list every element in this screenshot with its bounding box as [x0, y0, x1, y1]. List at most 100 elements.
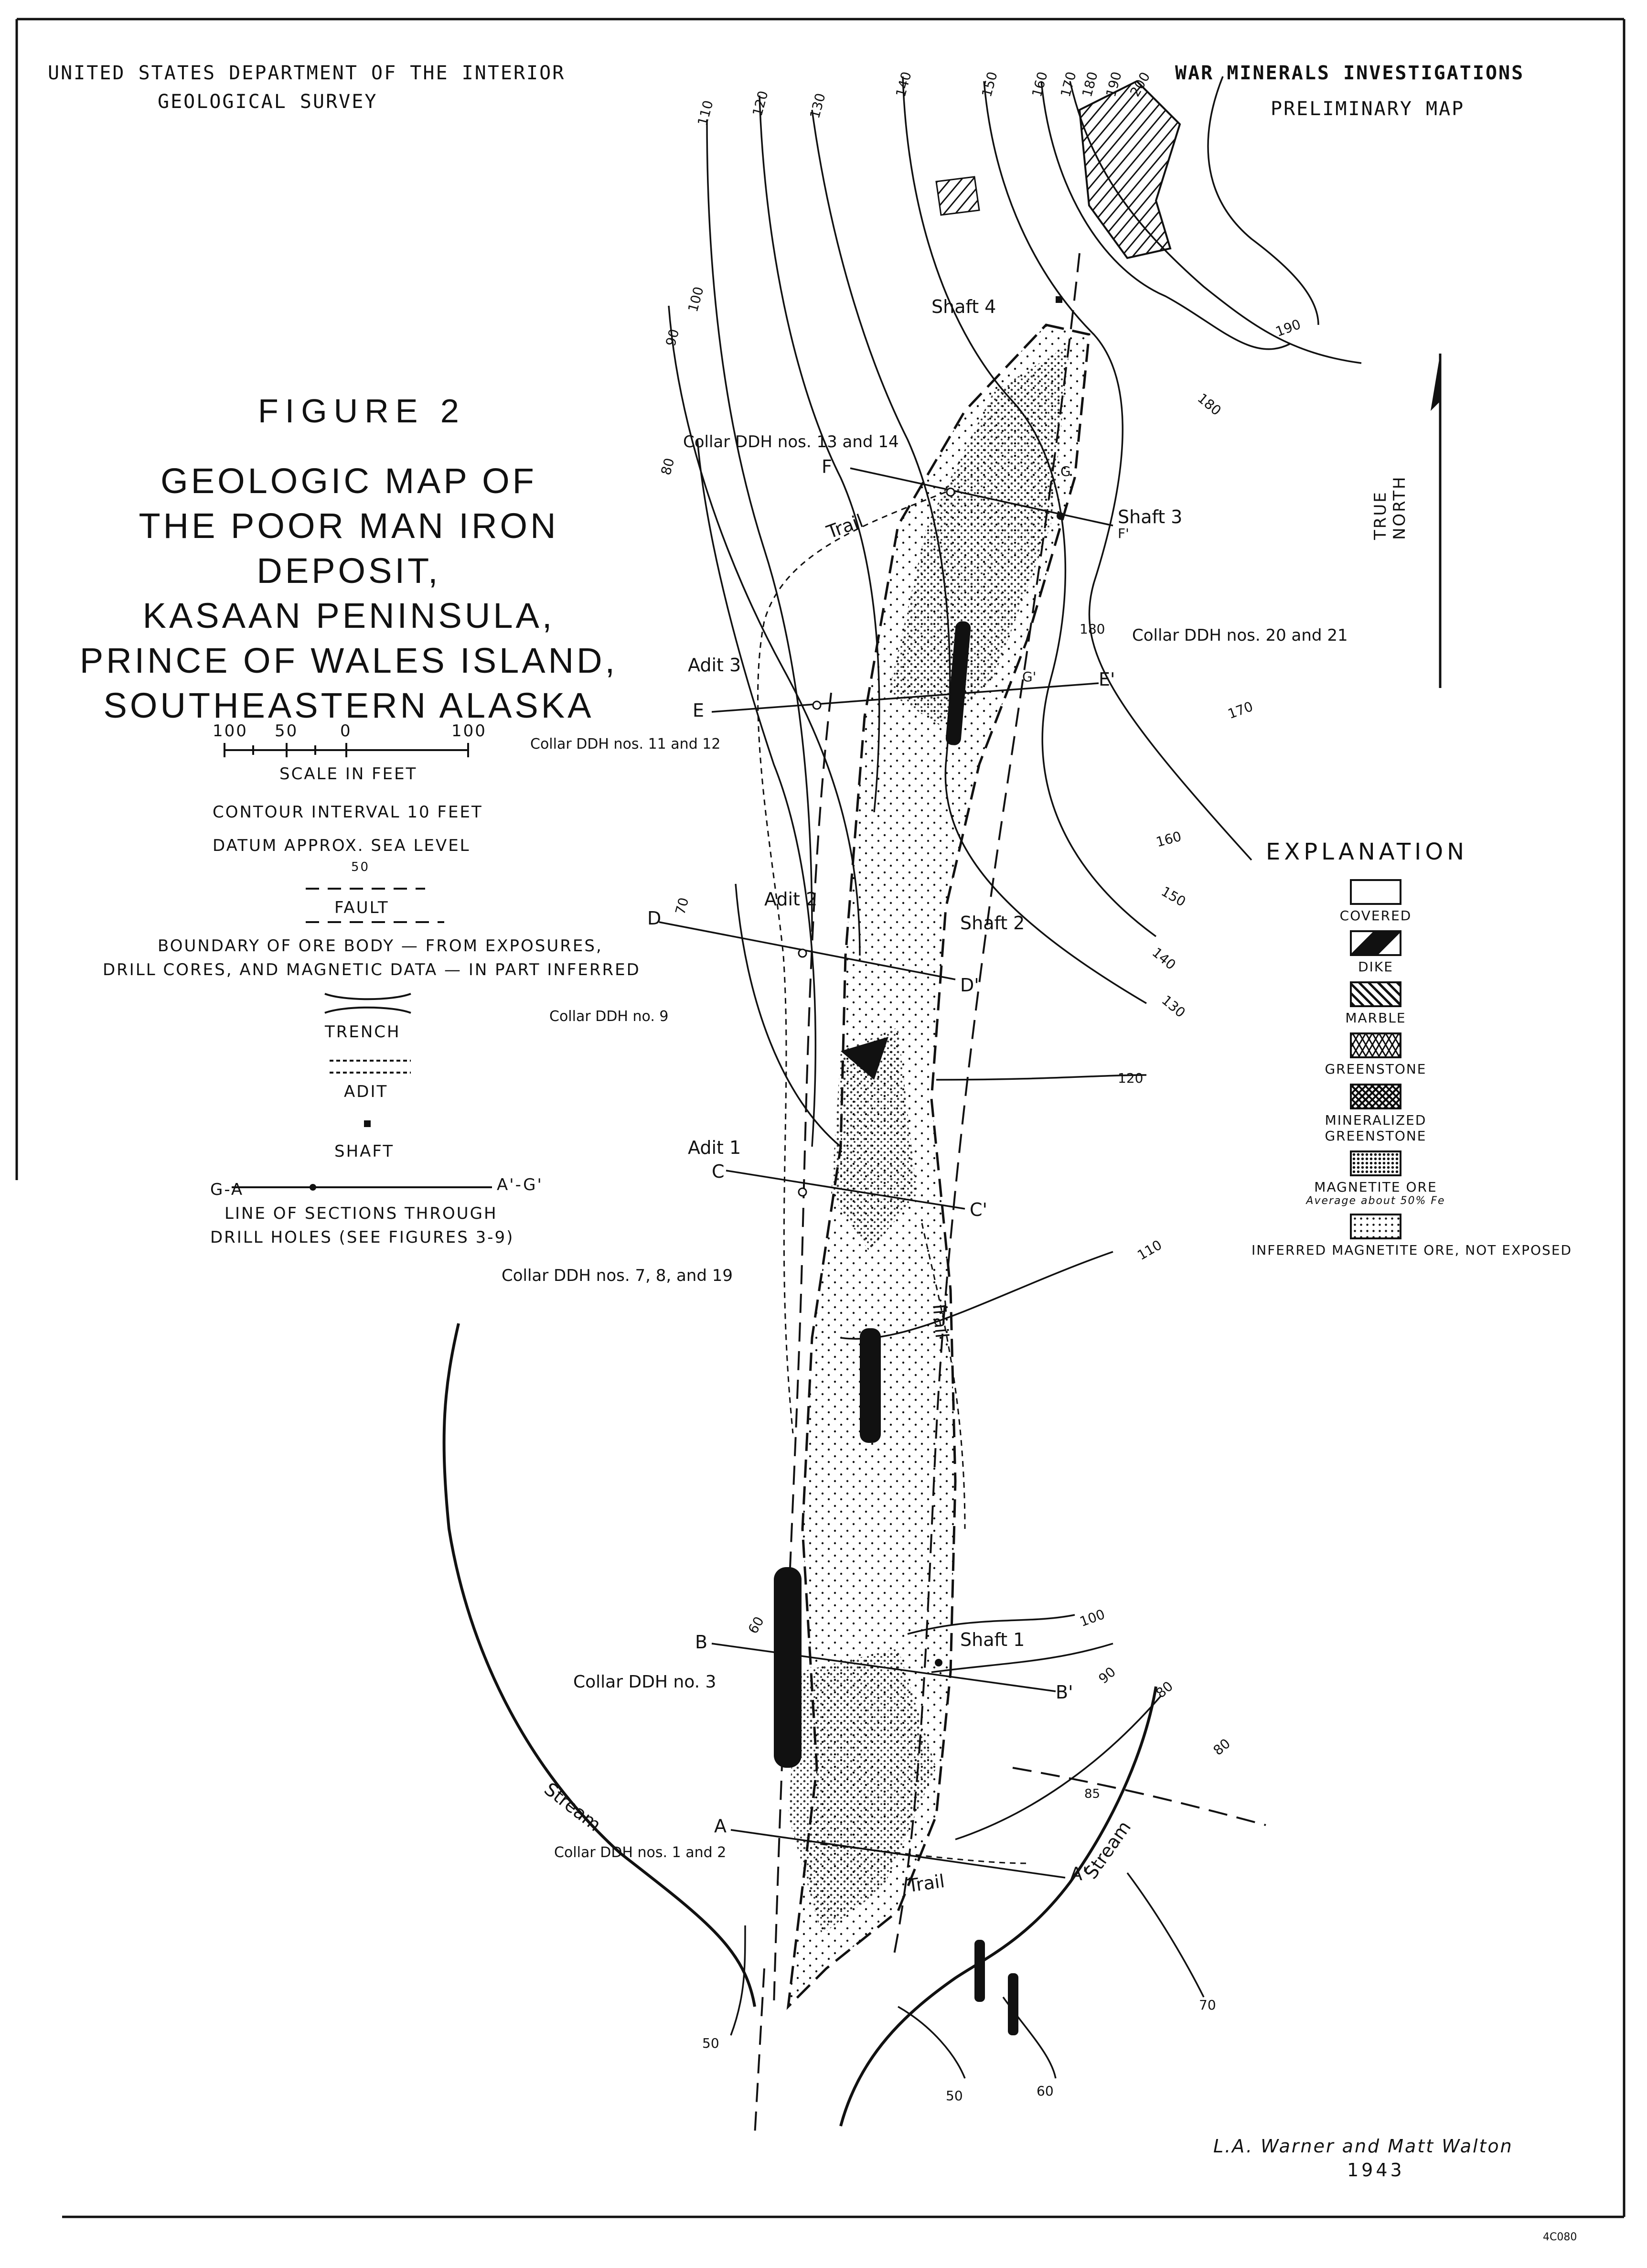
legend-sections-line2: DRILL HOLES (SEE FIGURES 3-9)	[210, 1228, 514, 1247]
legend-adit-label: ADIT	[344, 1082, 388, 1101]
title-line-3: KASAAN PENINSULA,	[142, 596, 555, 635]
contour-label-120-east: 120	[1118, 1070, 1144, 1086]
scale-tick-100-right: 100	[451, 721, 487, 741]
section-line-E	[711, 682, 1099, 713]
mineralized-greenstone-swatch	[1350, 1084, 1401, 1109]
trail-label-middle: Trail	[928, 1300, 953, 1339]
greenstone-swatch	[1350, 1032, 1401, 1058]
datum-note: DATUM APPROX. SEA LEVEL	[213, 836, 471, 855]
map-title: GEOLOGIC MAP OF THE POOR MAN IRON DEPOSI…	[43, 459, 654, 728]
department-heading: UNITED STATES DEPARTMENT OF THE INTERIOR	[48, 62, 566, 84]
collar-3-label: Collar DDH no. 3	[573, 1672, 717, 1692]
legend-boundary-line1: BOUNDARY OF ORE BODY — FROM EXPOSURES,	[158, 936, 603, 956]
dike-3	[774, 1567, 802, 1768]
collar-11-12-label: Collar DDH nos. 11 and 12	[530, 736, 721, 752]
greenstone-label: GREENSTONE	[1325, 1061, 1427, 1077]
section-label-A-prime: A'	[1070, 1863, 1088, 1884]
section-label-B: B	[695, 1632, 708, 1653]
marble-outcrop	[1078, 80, 1181, 259]
shaft-1-label: Shaft 1	[960, 1629, 1025, 1650]
dike-1	[945, 621, 971, 745]
explanation-covered: COVERED	[1280, 879, 1471, 924]
contour-interval-note: CONTOUR INTERVAL 10 FEET	[213, 803, 483, 822]
contour-label-50-southwest: 50	[702, 2035, 719, 2051]
section-label-C: C	[712, 1161, 725, 1182]
marble-small	[935, 176, 980, 216]
magnetite-ore-exposed	[888, 344, 1070, 726]
section-label-G-prime: G'	[1022, 669, 1037, 685]
section-label-D-prime: D'	[960, 975, 979, 996]
magnetite-ore-sublabel: Average about 50% Fe	[1306, 1195, 1445, 1207]
title-line-2: THE POOR MAN IRON DEPOSIT,	[139, 506, 559, 591]
section-label-A: A	[714, 1816, 727, 1837]
ore-body-outline	[786, 323, 1091, 2010]
stream-east	[839, 1686, 1157, 2127]
dip-label-85: 85	[1084, 1787, 1101, 1801]
collar-7-8-19-label: Collar DDH nos. 7, 8, and 19	[502, 1266, 733, 1285]
explanation-greenstone: GREENSTONE	[1280, 1032, 1471, 1077]
collar-1-2-label: Collar DDH nos. 1 and 2	[554, 1844, 727, 1861]
section-line-A	[730, 1829, 1066, 1879]
year-credit: 1943	[1347, 2160, 1405, 2181]
explanation-mineralized-greenstone: MINERALIZED GREENSTONE	[1280, 1084, 1471, 1144]
shaft-4-label: Shaft 4	[931, 296, 996, 317]
contour-label-50-south: 50	[946, 2088, 963, 2104]
adit-3-label: Adit 3	[688, 655, 741, 676]
authors-credit: L.A. Warner and Matt Walton	[1213, 2136, 1513, 2157]
status-heading: PRELIMINARY MAP	[1271, 98, 1465, 120]
dike-4	[974, 1940, 985, 2002]
title-line-1: GEOLOGIC MAP OF	[160, 461, 537, 501]
explanation-list: COVERED DIKE MARBLE GREENSTONE MINERALIZ…	[1251, 879, 1571, 1258]
section-line-B	[711, 1643, 1056, 1692]
contour-label-180-mid: 180	[1080, 621, 1105, 637]
legend-sections-line1: LINE OF SECTIONS THROUGH	[225, 1204, 498, 1223]
magnetite-ore-mid	[831, 1027, 917, 1252]
legend-section-right: A'-G'	[497, 1175, 543, 1194]
north-arrowhead	[1431, 354, 1440, 411]
marble-label: MARBLE	[1345, 1010, 1406, 1026]
fault-dip-label: 50	[351, 860, 370, 874]
section-label-G: G	[1060, 463, 1071, 479]
stream-west	[442, 1323, 756, 2007]
shaft-2-label: Shaft 2	[960, 913, 1025, 934]
dike-swatch	[1350, 930, 1401, 956]
adit-2-label: Adit 2	[764, 889, 818, 910]
section-label-F: F	[822, 456, 832, 477]
contour-label-70-south: 70	[1199, 1997, 1216, 2013]
section-label-E-prime: E'	[1099, 669, 1115, 690]
program-heading: WAR MINERALS INVESTIGATIONS	[1175, 62, 1525, 84]
survey-heading: GEOLOGICAL SURVEY	[158, 91, 378, 113]
explanation-marble: MARBLE	[1280, 981, 1471, 1026]
dike-6	[841, 1037, 888, 1080]
legend-boundary-line2: DRILL CORES, AND MAGNETIC DATA — IN PART…	[103, 960, 641, 979]
legend-fault-label: FAULT	[334, 898, 389, 917]
adit-1-label: Adit 1	[688, 1137, 741, 1158]
legend-section-left: G-A	[210, 1180, 244, 1199]
explanation-inferred-ore: INFERRED MAGNETITE ORE, NOT EXPOSED	[1251, 1214, 1571, 1258]
inferred-ore-swatch	[1350, 1214, 1401, 1239]
scale-label: SCALE IN FEET	[279, 764, 417, 784]
figure-number: FIGURE 2	[258, 392, 466, 430]
catalog-number: 4C080	[1543, 2231, 1577, 2243]
inferred-ore-label: INFERRED MAGNETITE ORE, NOT EXPOSED	[1251, 1242, 1572, 1258]
contour-label-60-south: 60	[1037, 2083, 1054, 2099]
mineralized-greenstone-label: MINERALIZED GREENSTONE	[1325, 1112, 1427, 1144]
legend-trench-label: TRENCH	[325, 1022, 401, 1042]
collar-9-label: Collar DDH no. 9	[549, 1008, 669, 1025]
magnetite-ore-south	[788, 1648, 936, 1935]
scale-tick-0: 0	[340, 721, 352, 741]
collar-13-14-label: Collar DDH nos. 13 and 14	[683, 432, 899, 451]
section-label-F-prime: F'	[1118, 526, 1129, 541]
marble-swatch	[1350, 981, 1401, 1007]
scale-tick-100-left: 100	[213, 721, 248, 741]
section-line-F	[850, 467, 1113, 527]
section-label-B-prime: B'	[1056, 1682, 1073, 1703]
dike-2	[860, 1328, 881, 1443]
section-label-E: E	[693, 700, 705, 721]
section-label-C-prime: C'	[970, 1199, 987, 1220]
covered-label: COVERED	[1339, 908, 1412, 924]
magnetite-ore-swatch	[1350, 1150, 1401, 1176]
section-line-D	[659, 921, 956, 980]
